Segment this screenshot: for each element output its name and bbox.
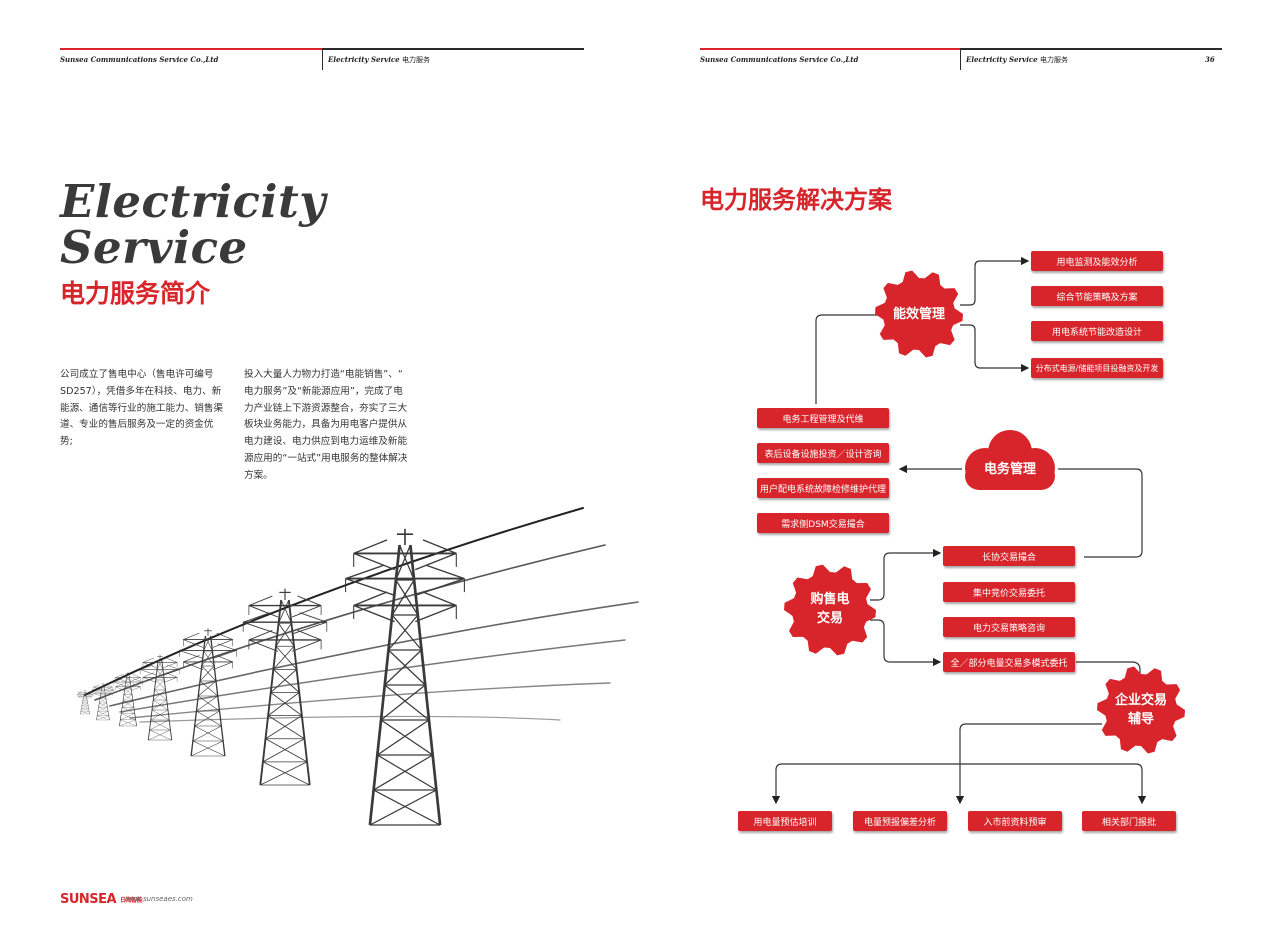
header-rule-dark-left <box>322 48 584 50</box>
efficiency-item-4: 分布式电源/储能项目投融资及开发 <box>1031 358 1163 378</box>
service-item-2: 表后设备设施投资／设计咨询 <box>757 443 889 463</box>
intro-paragraph-1: 公司成立了售电中心（售电许可编号SD257），凭借多年在科技、电力、新能源、通信… <box>60 369 224 448</box>
node-power-purchase-sale: 购售电 交易 <box>810 592 850 626</box>
header-section-left: Electricity Service 电力服务 <box>328 55 430 65</box>
header-company-right: Sunsea Communications Service Co.,Ltd <box>700 55 859 64</box>
header-section-en: Electricity Service <box>966 55 1038 64</box>
header-section-en: Electricity Service <box>328 55 400 64</box>
header-rule-red-left <box>60 48 322 50</box>
header-divider-left <box>322 48 323 70</box>
title-cn: 电力服务简介 <box>60 279 211 308</box>
guide-item-3: 入市前资料预审 <box>968 811 1062 831</box>
efficiency-item-1: 用电监测及能效分析 <box>1031 251 1163 271</box>
guide-item-1: 用电量预估培训 <box>738 811 832 831</box>
service-item-1: 电务工程管理及代维 <box>757 408 889 428</box>
trade-item-4: 全／部分电量交易多模式委托 <box>943 652 1075 672</box>
service-item-3: 用户配电系统故障检修维护代理 <box>757 478 889 498</box>
header-rule-red-right <box>700 48 960 50</box>
node-efficiency-management: 能效管理 <box>892 306 945 322</box>
node-electric-service-management: 电务管理 <box>983 461 1036 477</box>
footer-url: www.sunseaes.com <box>124 895 193 903</box>
title-en-line2: Service <box>60 221 248 274</box>
trade-item-1: 长协交易撮合 <box>943 546 1075 566</box>
guide-item-4: 相关部门报批 <box>1082 811 1176 831</box>
page-number: 36 <box>1205 55 1215 64</box>
guide-item-2: 电量预报偏差分析 <box>853 811 947 831</box>
header-section-cn: 电力服务 <box>1040 56 1069 64</box>
node-enterprise-trade-guidance: 企业交易 辅导 <box>1114 693 1167 727</box>
efficiency-item-2: 综合节能策略及方案 <box>1031 286 1163 306</box>
header-rule-dark-right <box>960 48 1222 50</box>
header-section-right: Electricity Service 电力服务 <box>966 55 1068 65</box>
title-en-line1: Electricity <box>60 175 326 228</box>
company-logo: SUNSEA 日海智能 <box>60 892 143 907</box>
header-divider-right <box>960 48 961 70</box>
header-section-cn: 电力服务 <box>402 56 431 64</box>
trade-item-3: 电力交易策略咨询 <box>943 617 1075 637</box>
header-company-left: Sunsea Communications Service Co.,Ltd <box>60 55 219 64</box>
trade-item-2: 集中竞价交易委托 <box>943 582 1075 602</box>
service-item-4: 需求侧DSM交易撮合 <box>757 513 889 533</box>
intro-paragraph-2: 投入大量人力物力打造“电能销售”、“ 电力服务”及“新能源应用”，完成了电力产业… <box>244 369 413 481</box>
solution-title: 电力服务解决方案 <box>700 186 892 214</box>
efficiency-item-3: 用电系统节能改造设计 <box>1031 321 1163 341</box>
